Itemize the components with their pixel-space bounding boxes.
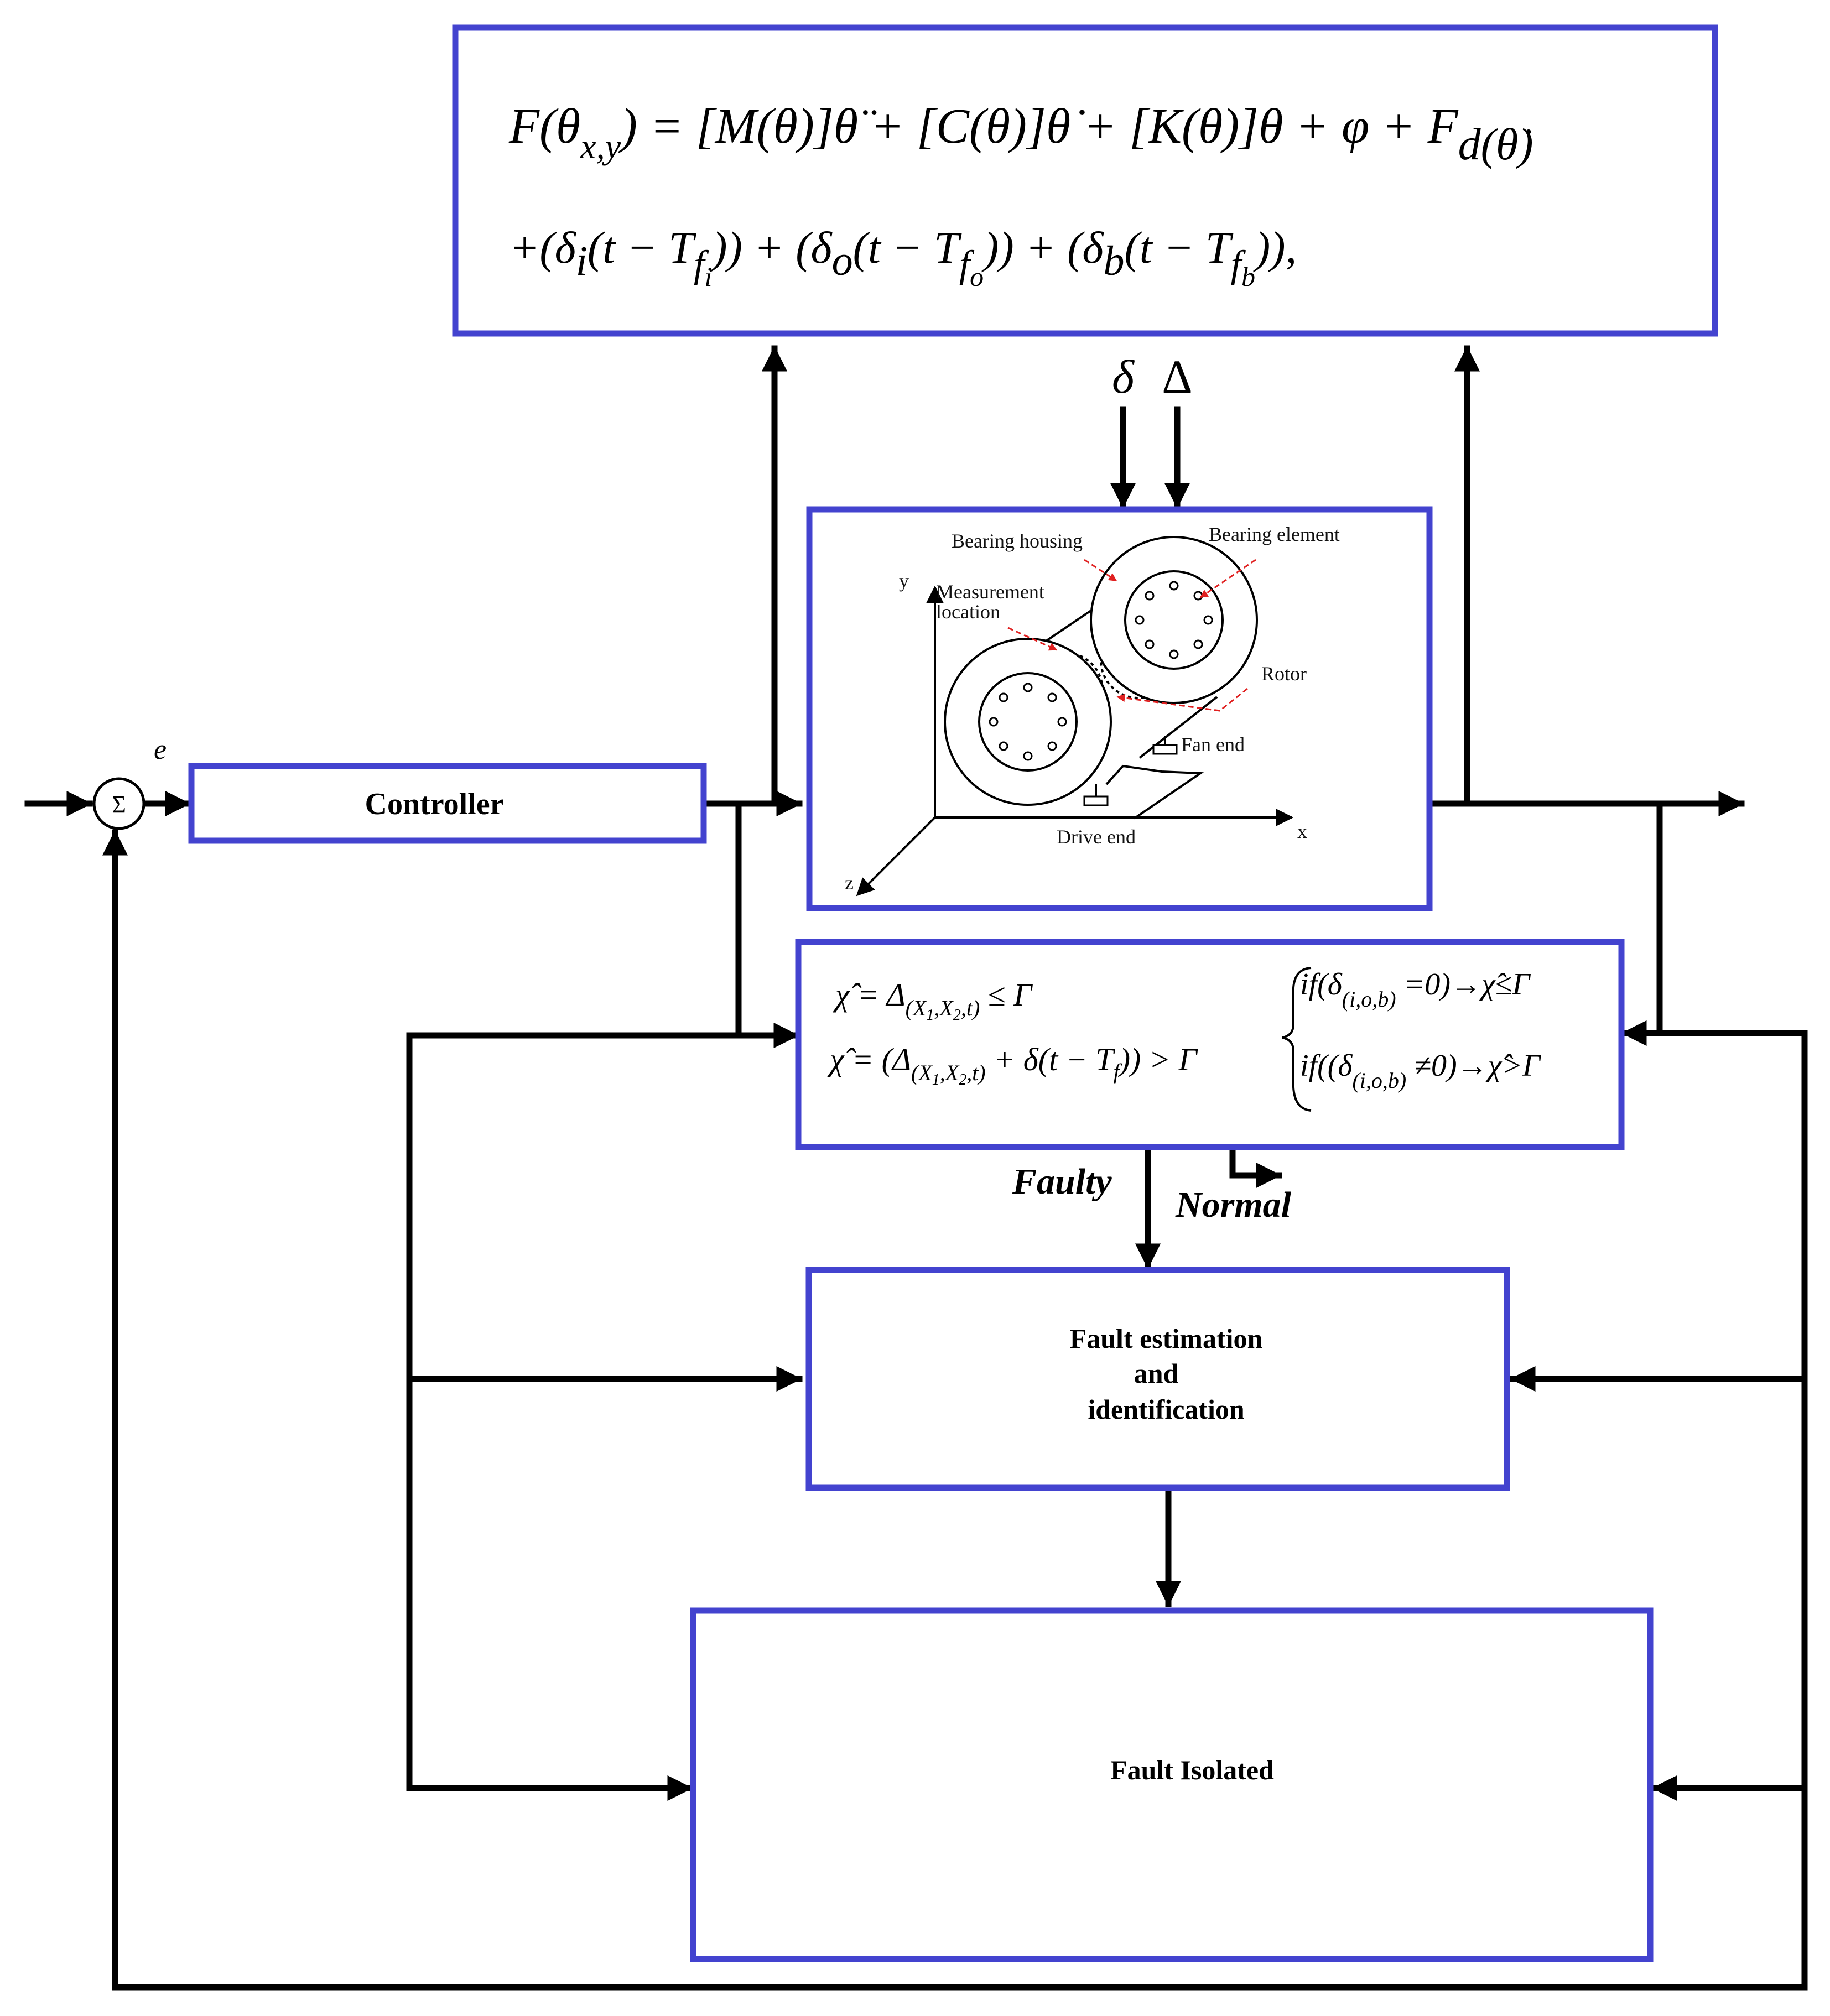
fault-detector-block: χ̂ = Δ(X1,X2,t) ≤ Γ χ̂ = (Δ(X1,X2,t) + δ…: [795, 939, 1625, 1150]
rotor-cylinder: [944, 536, 1258, 820]
fan-end-label: Fan end: [1181, 733, 1245, 756]
fault-estimation-line3: identification: [1088, 1394, 1245, 1425]
sum-symbol: Σ: [112, 791, 126, 818]
detector-cond2: if((δ(i,o,b) ≠0)→χ̂>Γ: [1300, 1049, 1541, 1093]
axis-z-label: z: [845, 872, 854, 894]
normal-path-arrow: [1229, 1147, 1282, 1189]
axis-x-label: x: [1297, 820, 1307, 842]
fault-isolated-block: Fault Isolated: [690, 1607, 1654, 1962]
rotor-label: Rotor: [1261, 663, 1307, 685]
drive-end-label: Drive end: [1057, 826, 1136, 848]
model-equation-line2: +(δi(t − Tfi)) + (δo(t − Tfo)) + (δb(t −…: [509, 222, 1297, 292]
measurement-label: Measurement: [936, 581, 1044, 603]
signal-wires: [24, 345, 1808, 1991]
delta-symbol: δ: [1112, 350, 1135, 403]
model-equation-line1: F(θx,y) = [M(θ)]θ̈ + [C(θ)]θ̇ + [K(θ)]θ …: [508, 99, 1533, 169]
bearing-plant-block: x y z: [806, 506, 1433, 911]
bearing-housing-label: Bearing housing: [952, 530, 1083, 552]
error-label: e: [154, 734, 167, 765]
bearing-element-label: Bearing element: [1209, 523, 1340, 545]
controller-label: Controller: [365, 787, 504, 821]
detector-eq2: χ̂ = (Δ(X1,X2,t) + δ(t − Tf)) > Γ: [827, 1041, 1198, 1088]
detector-eq1: χ̂ = Δ(X1,X2,t) ≤ Γ: [833, 977, 1033, 1024]
fault-isolated-label: Fault Isolated: [1110, 1754, 1274, 1785]
Delta-symbol: Δ: [1162, 350, 1192, 403]
axes: x y z: [845, 570, 1307, 897]
summing-junction: Σ: [92, 777, 145, 830]
condition-brace: [1282, 967, 1312, 1112]
detector-cond1: if(δ(i,o,b) =0)→χ̂≤Γ: [1300, 967, 1531, 1012]
normal-label: Normal: [1175, 1185, 1292, 1225]
fault-estimation-line2: and: [1134, 1358, 1179, 1389]
right-bus-wire: [112, 854, 1808, 1991]
fault-estimation-line1: Fault estimation: [1070, 1323, 1263, 1354]
fault-estimation-block: Fault estimation and identification: [805, 1267, 1510, 1491]
faulty-label: Faulty: [1012, 1161, 1112, 1202]
controller-block: Controller: [188, 763, 707, 844]
leader-lines: [1007, 559, 1256, 712]
location-label: location: [936, 601, 1000, 623]
model-equation-block: F(θx,y) = [M(θ)]θ̈ + [C(θ)]θ̇ + [K(θ)]θ …: [452, 24, 1718, 337]
axis-y-label: y: [899, 570, 909, 592]
left-bus-wire: [406, 1032, 742, 1791]
